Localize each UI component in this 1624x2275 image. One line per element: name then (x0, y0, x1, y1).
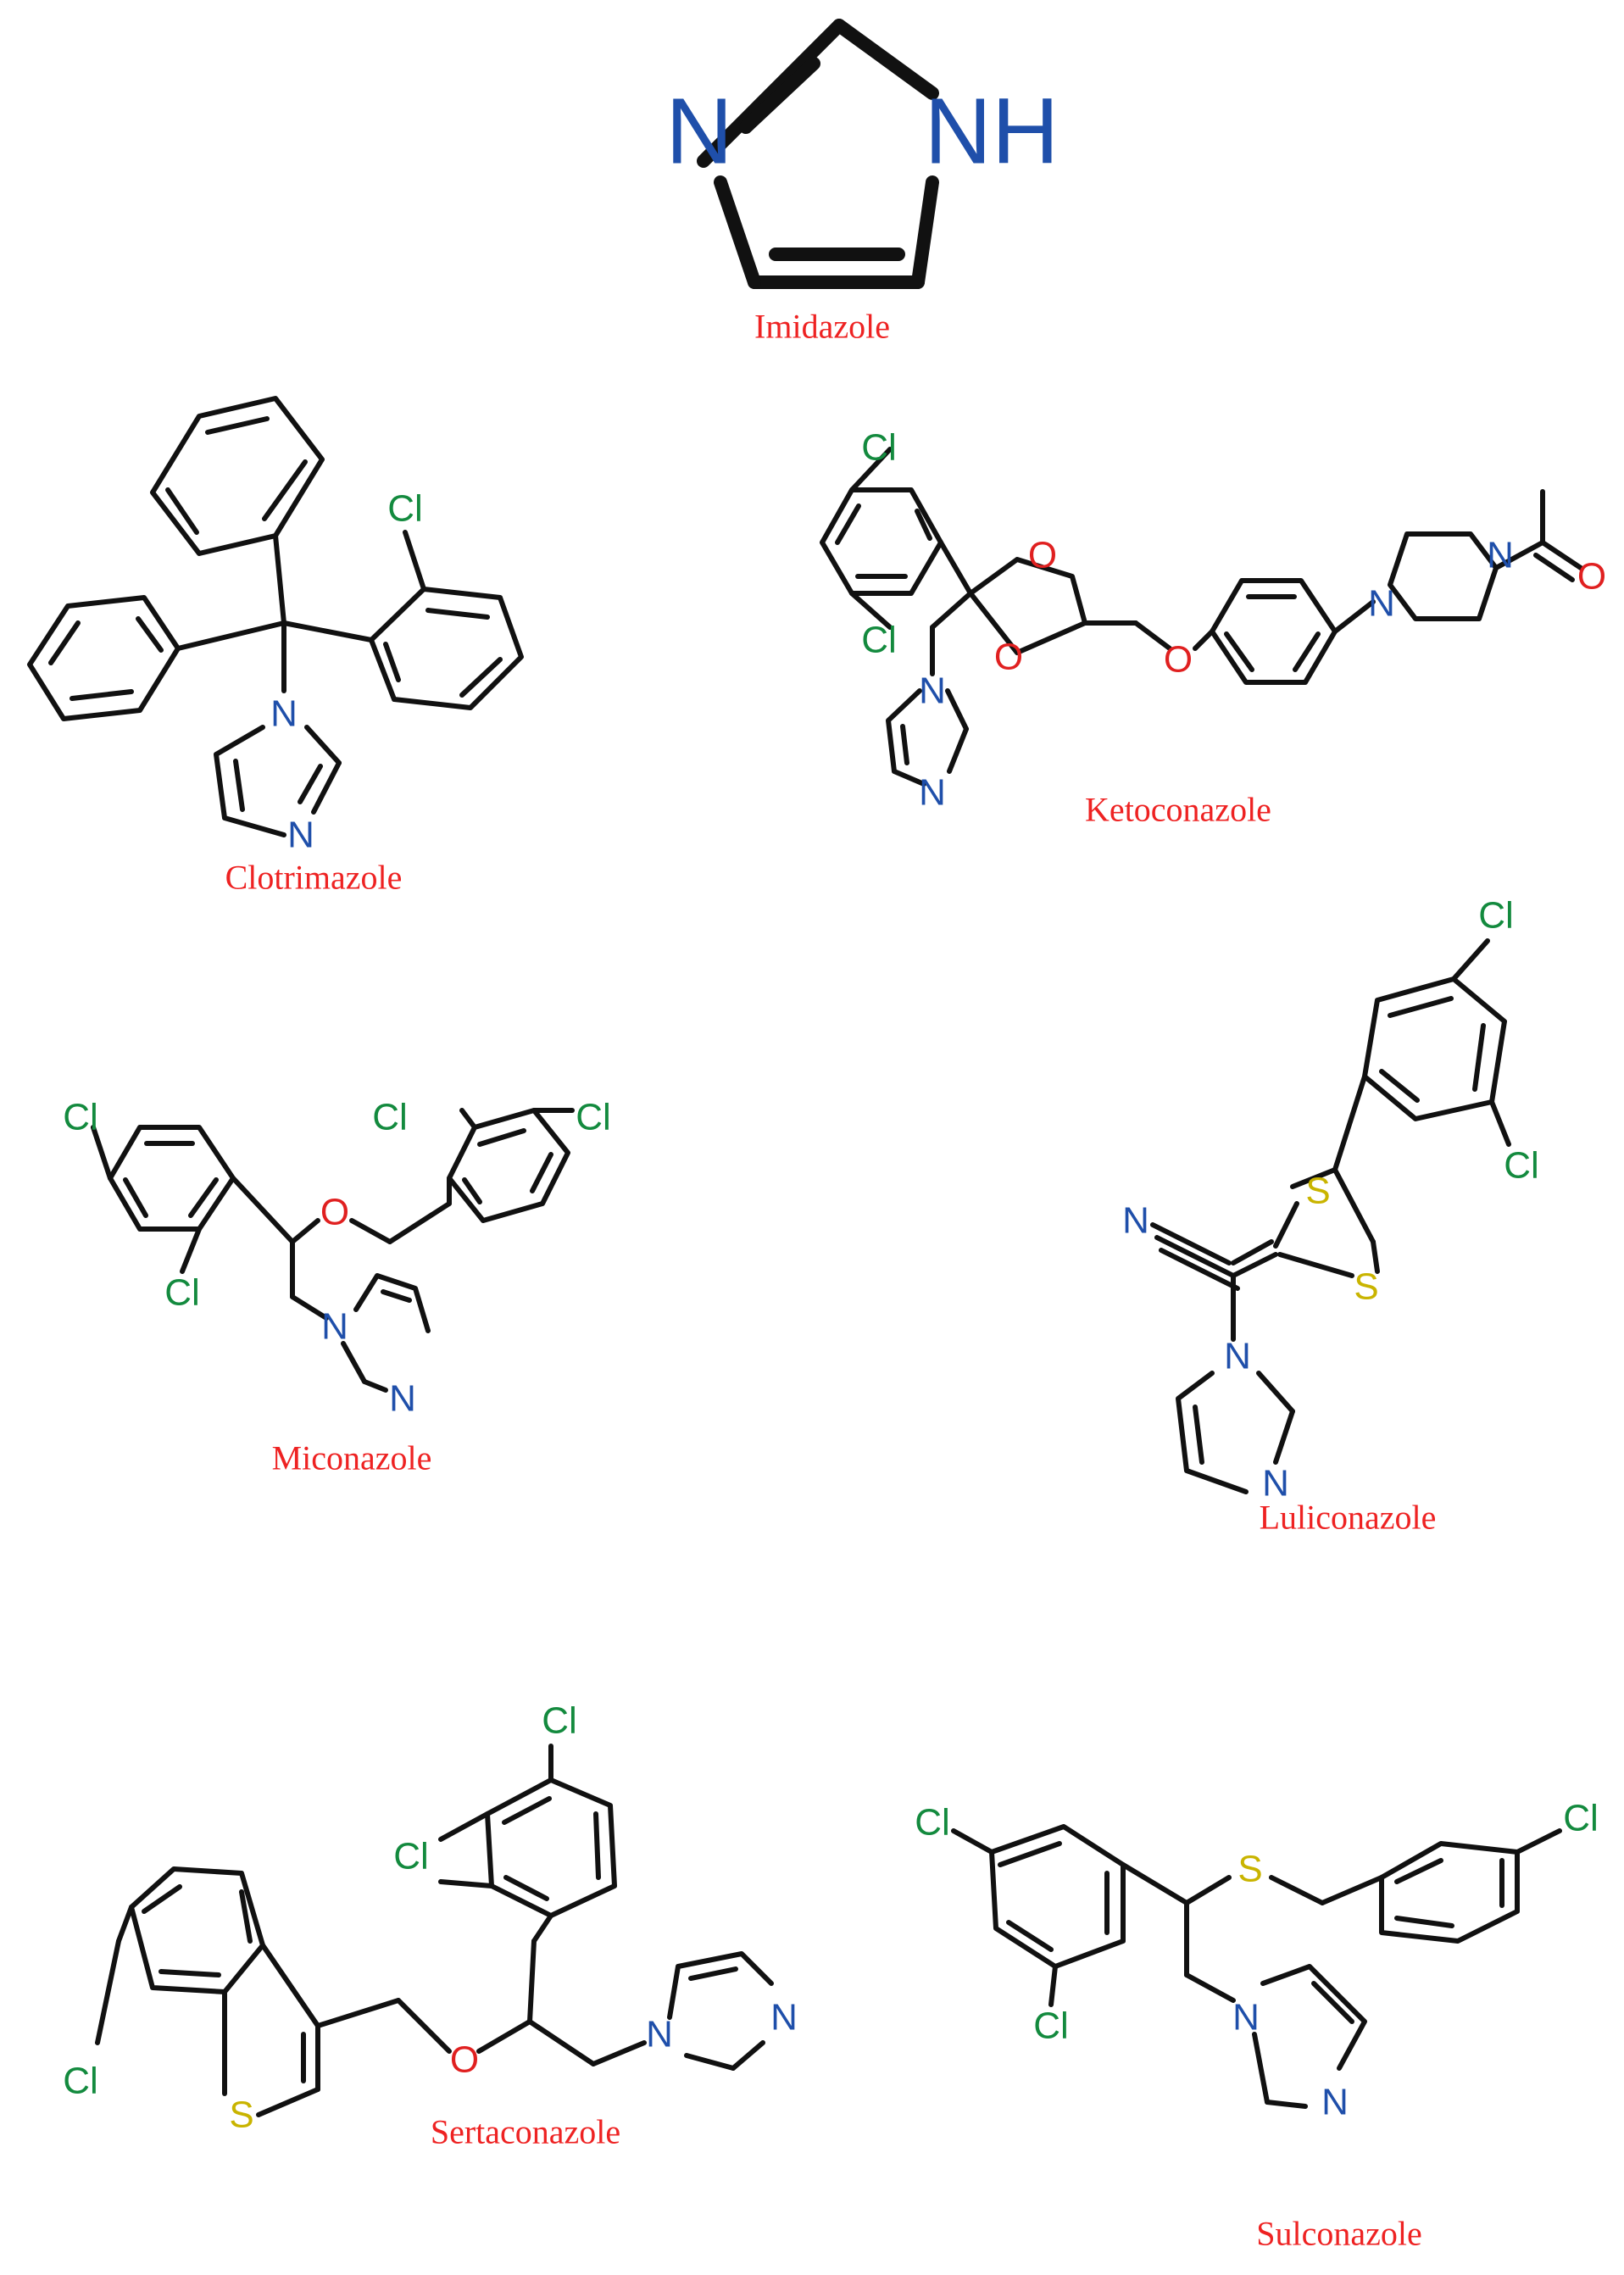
bonds (27, 396, 524, 837)
oxygen-label: O (450, 2039, 479, 2081)
molecule-clotrimazole: N N Cl Clotrimazole (27, 396, 524, 897)
sulfur-label: S (1305, 1171, 1330, 1212)
chlorine-label: Cl (387, 488, 423, 530)
nitrogen-label: N (389, 1378, 416, 1420)
molecule-ketoconazole: Cl Cl O O O N N N N O Ketoconazole (820, 427, 1606, 829)
chlorine-label: Cl (372, 1097, 408, 1138)
chlorine-label: Cl (63, 2061, 98, 2102)
chlorine-label: Cl (915, 1802, 950, 1844)
chlorine-label: Cl (1563, 1798, 1599, 1839)
chlorine-label: Cl (542, 1700, 577, 1742)
chlorine-label: Cl (1033, 2005, 1069, 2047)
bonds (91, 1108, 575, 1393)
molecule-sulconazole: Cl Cl S Cl N N Sulconazole (915, 1798, 1599, 2253)
bonds (697, 19, 939, 289)
oxygen-label: O (1164, 639, 1193, 681)
luliconazole-caption: Luliconazole (1260, 1499, 1437, 1537)
miconazole-caption: Miconazole (272, 1439, 432, 1477)
imidazole-caption: Imidazole (754, 308, 890, 346)
bonds (951, 1824, 1562, 2109)
oxygen-label: O (320, 1192, 349, 1233)
chlorine-label: Cl (1504, 1145, 1539, 1187)
chlorine-label: Cl (576, 1097, 611, 1138)
nitrogen-label: N (919, 772, 946, 814)
sulconazole-caption: Sulconazole (1256, 2215, 1422, 2253)
nitrogen-label: N (665, 80, 732, 184)
nitrogen-label: N (1122, 1200, 1149, 1242)
chlorine-label: Cl (393, 1836, 429, 1877)
nh-label: NH (925, 80, 1059, 184)
oxygen-label: O (1577, 556, 1606, 598)
molecule-sertaconazole: Cl S O Cl Cl N N Sertaconazole (63, 1700, 798, 2151)
molecule-luliconazole: Cl Cl S S N N N Luliconazole (1122, 895, 1539, 1537)
nitrogen-label: N (770, 1997, 798, 2039)
nitrogen-label: N (1487, 535, 1514, 576)
chlorine-label: Cl (861, 620, 897, 661)
molecule-imidazole: N NH Imidazole (665, 19, 1059, 346)
nitrogen-label: N (646, 2014, 673, 2055)
nitrogen-label: N (919, 670, 946, 712)
ketoconazole-caption: Ketoconazole (1085, 791, 1271, 829)
sulfur-label: S (1354, 1266, 1378, 1308)
nitrogen-label: N (321, 1306, 348, 1348)
nitrogen-label: N (1232, 1997, 1260, 2039)
chlorine-label: Cl (861, 427, 897, 469)
molecule-miconazole: Cl Cl O Cl Cl N N Miconazole (63, 1097, 611, 1477)
bonds (1150, 938, 1511, 1494)
bonds (820, 447, 1583, 787)
nitrogen-label: N (1321, 2082, 1349, 2123)
chlorine-label: Cl (1478, 895, 1514, 937)
nitrogen-label: N (287, 815, 314, 856)
nitrogen-label: N (1368, 583, 1395, 625)
nitrogen-label: N (1224, 1336, 1251, 1377)
oxygen-label: O (1028, 535, 1057, 576)
sulfur-label: S (229, 2094, 253, 2136)
clotrimazole-caption: Clotrimazole (225, 859, 403, 897)
nitrogen-label: N (1262, 1463, 1289, 1505)
sulfur-label: S (1237, 1849, 1262, 1890)
chlorine-label: Cl (63, 1097, 98, 1138)
nitrogen-label: N (270, 693, 298, 735)
oxygen-label: O (994, 637, 1023, 678)
bonds (95, 1744, 774, 2117)
chlorine-label: Cl (164, 1272, 200, 1314)
sertaconazole-caption: Sertaconazole (431, 2113, 620, 2151)
